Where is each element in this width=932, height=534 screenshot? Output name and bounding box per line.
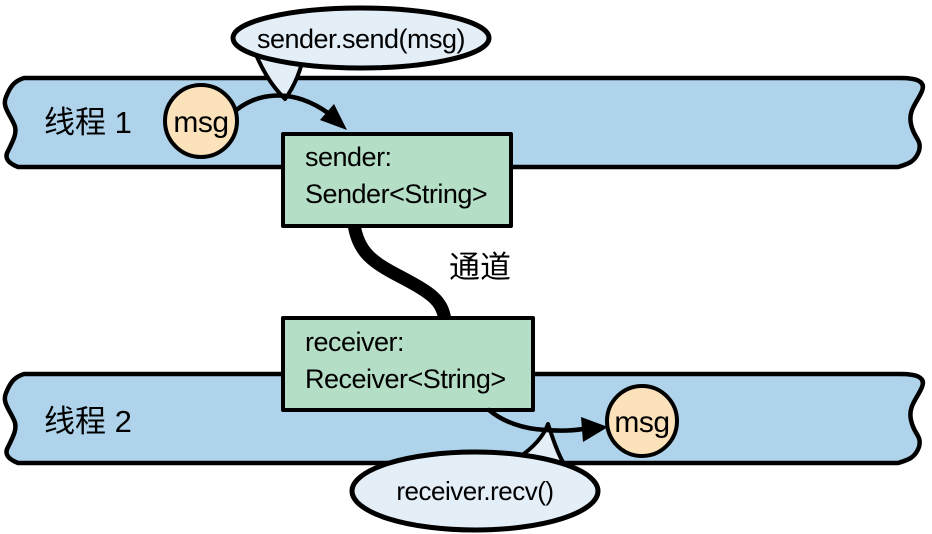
channel-label: 通道 — [449, 250, 511, 285]
channel-curve — [347, 217, 452, 327]
msg-circle-thread2 — [605, 384, 679, 458]
thread2-band — [2, 371, 926, 466]
send-arrowhead — [320, 104, 347, 130]
recv-arrow — [486, 407, 586, 433]
receiver-box-line1: receiver: — [305, 327, 404, 357]
msg-label-thread2: msg — [614, 406, 669, 439]
receiver-box — [281, 316, 535, 412]
recv-bubble — [349, 449, 601, 533]
msg-label-thread1: msg — [173, 106, 228, 139]
sender-box-line2: Sender<String> — [305, 179, 487, 209]
send-arrow — [231, 93, 331, 116]
send-bubble-label: sender.send(msg) — [257, 24, 465, 54]
receiver-box-line2: Receiver<String> — [305, 364, 506, 394]
recv-arrowhead — [581, 417, 608, 442]
sender-box — [281, 132, 513, 228]
thread1-band — [2, 75, 926, 170]
thread2-label: 线程 2 — [44, 404, 132, 439]
sender-box-line1: sender: — [305, 142, 392, 172]
thread1-label: 线程 1 — [44, 105, 132, 140]
msg-circle-thread1 — [163, 83, 239, 159]
send-bubble — [230, 5, 492, 71]
recv-bubble-label: receiver.recv() — [396, 476, 553, 506]
